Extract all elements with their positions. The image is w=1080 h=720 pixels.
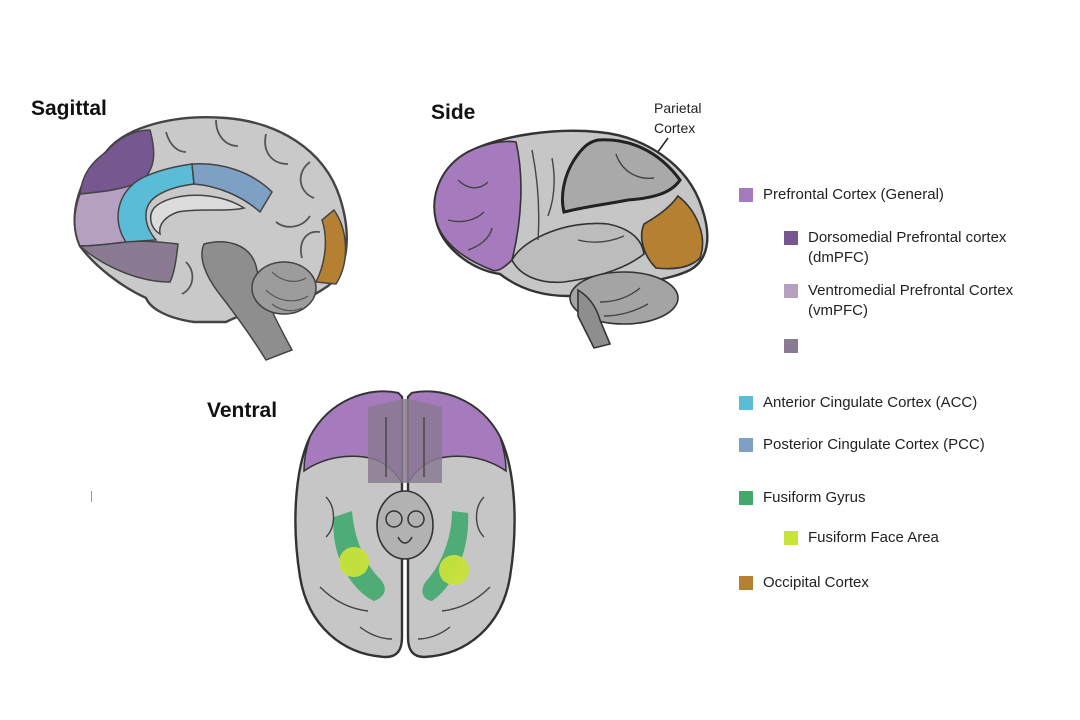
legend-label: Occipital Cortex [763,574,869,591]
region-occipital [314,208,347,285]
region-prefrontal [433,140,522,272]
sagittal-brain-diagram [73,116,348,361]
region-medial-orbital [368,399,442,483]
legend-label: Fusiform Gyrus [763,489,866,506]
corpus-callosum [149,194,246,236]
legend-swatch [784,339,798,353]
region-ffa-right [439,555,469,585]
legend-item-acc: Anterior Cingulate Cortex (ACC) [739,393,977,413]
brainstem-side [577,288,612,349]
stray-tick-mark [91,491,92,502]
region-occipital-side [640,194,704,270]
legend-label: Prefrontal Cortex (General) [763,186,944,203]
brainstem-ventral [376,490,434,560]
region-ffa-left [339,547,369,577]
legend-item-unlabeled [784,336,808,353]
side-title: Side [431,101,476,124]
legend-swatch [784,531,798,545]
side-brain-diagram [433,129,709,349]
legend-swatch [739,188,753,202]
cerebellum [251,261,317,315]
region-unlabeled [78,240,179,283]
legend-item-dmpfc: Dorsomedial Prefrontal cortex (dmPFC) [784,228,1044,268]
legend-swatch [739,396,753,410]
legend-item-ffa: Fusiform Face Area [784,528,939,548]
legend-item-fusiform: Fusiform Gyrus [739,488,866,508]
legend-label: Ventromedial Prefrontal Cortex (vmPFC) [808,282,1014,319]
ventral-title: Ventral [207,399,278,422]
parietal-cortex-callout: Parietal Cortex [654,100,702,136]
region-pcc [191,163,273,214]
legend-label: Fusiform Face Area [808,529,939,546]
brainstem [201,241,294,361]
legend-item-occipital: Occipital Cortex [739,573,869,593]
legend-swatch [739,576,753,590]
legend-swatch [739,491,753,505]
temporal-lobe [511,222,645,284]
legend-swatch [739,438,753,452]
region-parietal [560,138,682,214]
legend-item-prefrontal: Prefrontal Cortex (General) [739,185,944,205]
legend-label: Posterior Cingulate Cortex (PCC) [763,436,985,453]
legend-item-pcc: Posterior Cingulate Cortex (PCC) [739,435,985,455]
legend-label: Dorsomedial Prefrontal cortex (dmPFC) [808,229,1007,266]
legend-label: Anterior Cingulate Cortex (ACC) [763,394,978,411]
legend-item-vmpfc: Ventromedial Prefrontal Cortex (vmPFC) [784,281,1049,321]
ventral-brain-diagram [294,390,516,659]
legend-swatch [784,231,798,245]
sagittal-title: Sagittal [31,97,107,120]
region-fusiform-right [422,511,469,601]
legend-swatch [784,284,798,298]
